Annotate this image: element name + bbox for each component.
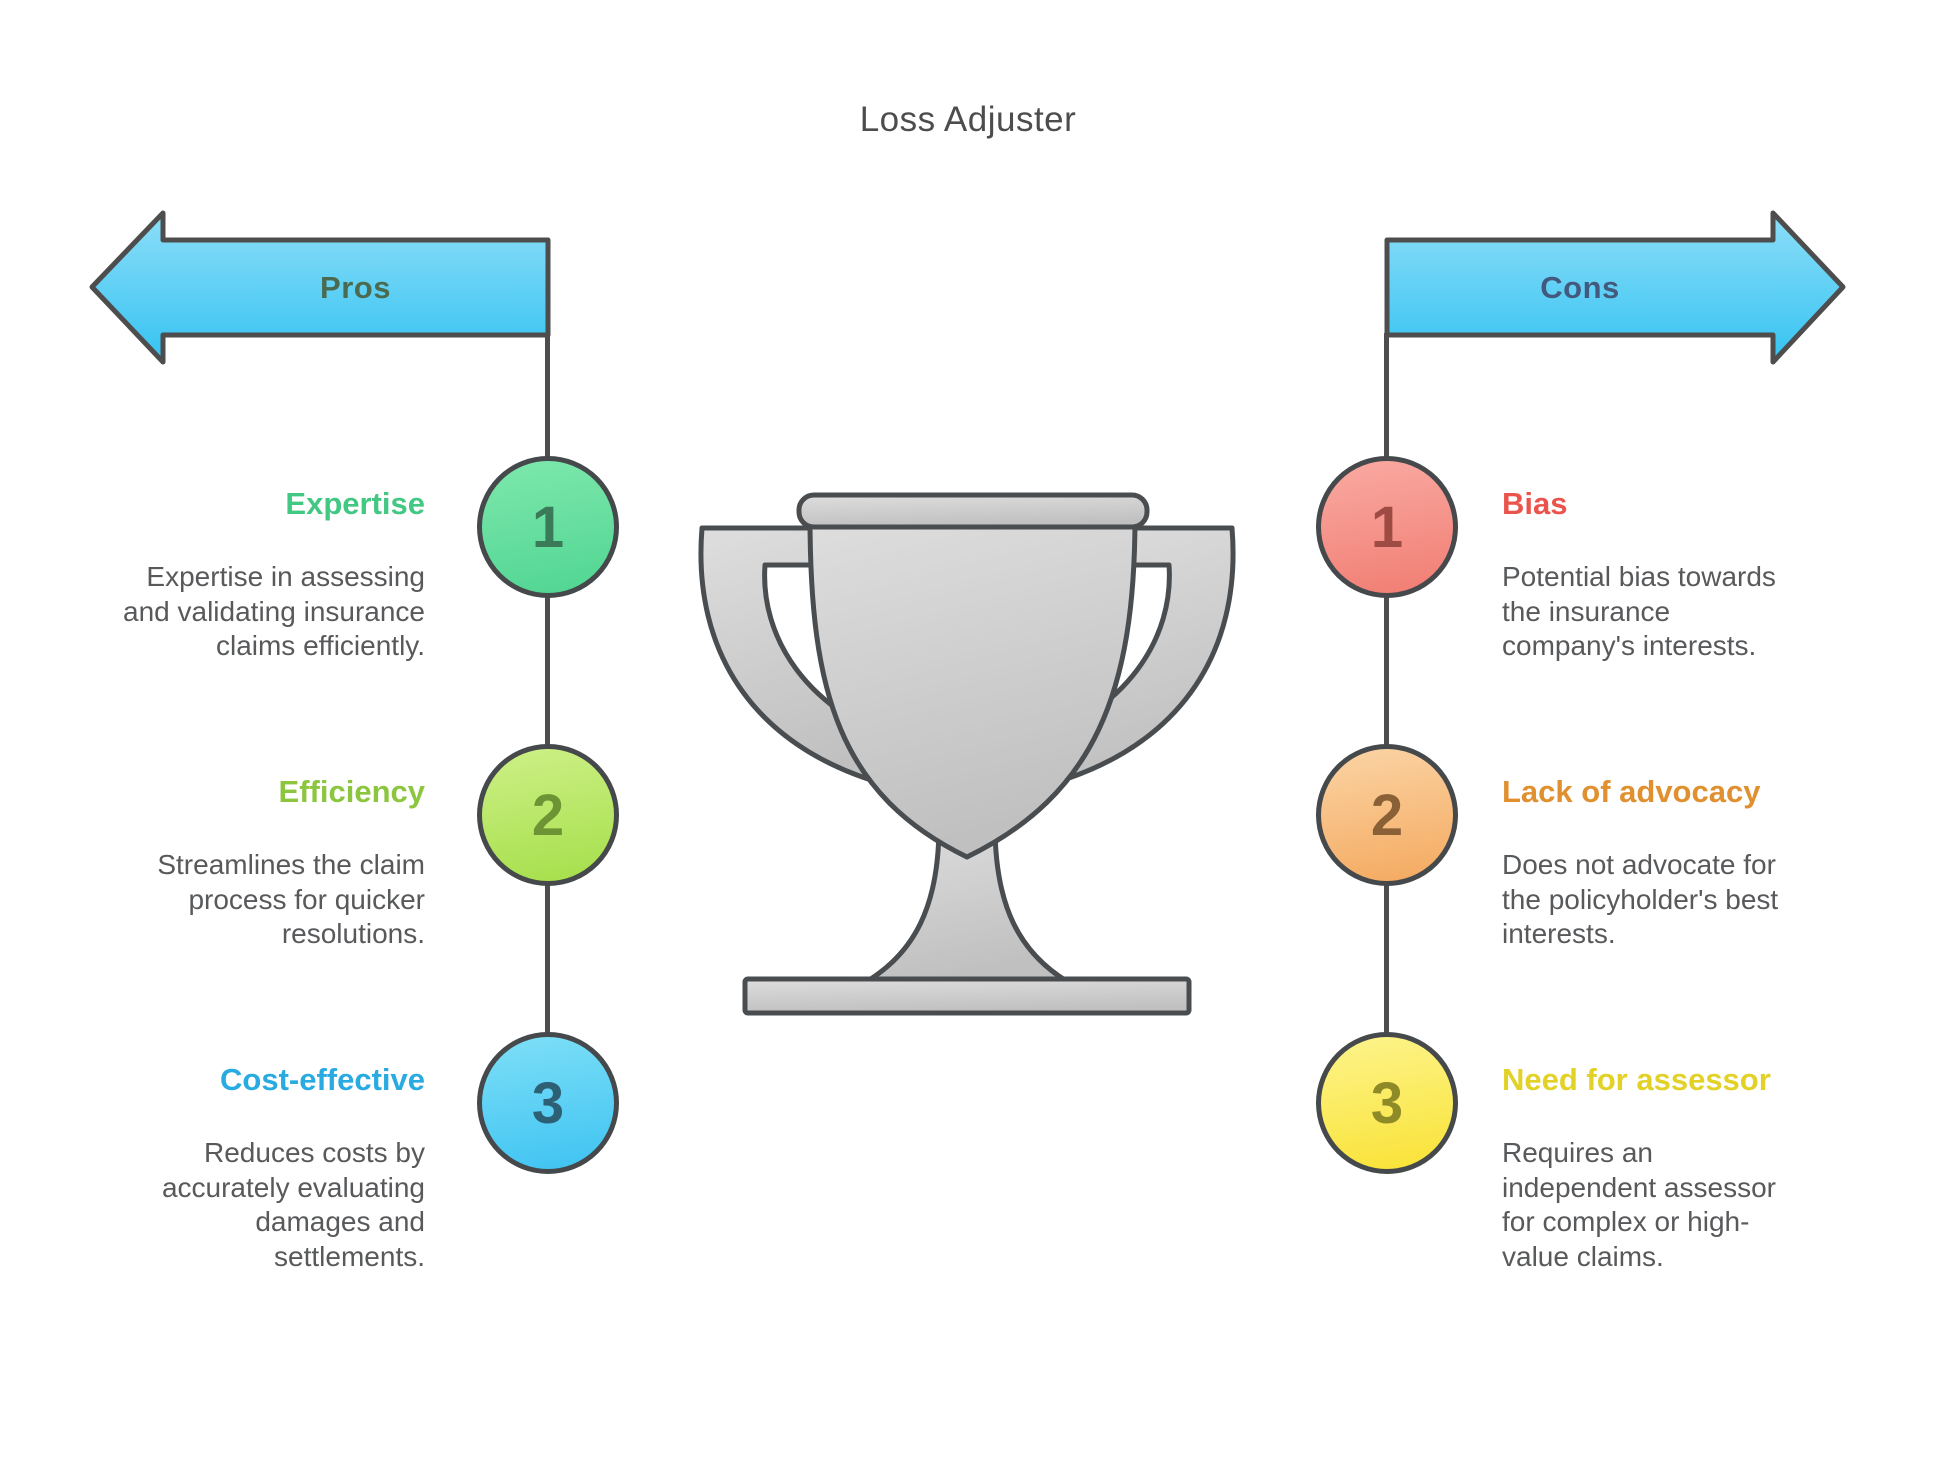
cons-item-2-number: 2 [1370, 782, 1404, 848]
cons-item-3-heading: Need for assessor [1502, 1062, 1771, 1097]
pros-item-1-badge: 1 [477, 456, 619, 598]
cons-item-1-description: Potential bias towards the insurance com… [1502, 561, 1776, 661]
pros-item-1-text: Expertise Expertise in assessing and val… [55, 486, 425, 664]
trophy-base [742, 976, 1192, 1016]
cons-item-3-text: Need for assessor Requires an independen… [1502, 1062, 1872, 1274]
pros-item-2-heading: Efficiency [278, 774, 425, 809]
pros-item-1-heading: Expertise [285, 486, 425, 521]
cons-item-3-badge: 3 [1316, 1032, 1458, 1174]
pros-item-1-description: Expertise in assessing and validating in… [123, 561, 425, 661]
cons-connector-line [1384, 333, 1389, 1035]
left-arrow-icon [89, 210, 551, 365]
pros-item-3-description: Reduces costs by accurately evaluating d… [161, 1137, 425, 1272]
cons-item-1-number: 1 [1370, 494, 1404, 560]
right-arrow-icon [1384, 210, 1846, 365]
pros-arrow: Pros [85, 205, 555, 370]
pros-item-2-description: Streamlines the claim process for quicke… [157, 849, 425, 949]
cons-item-3-number: 3 [1370, 1070, 1404, 1136]
pros-item-3-heading: Cost-effective [220, 1062, 425, 1097]
cons-item-2-text: Lack of advocacy Does not advocate for t… [1502, 774, 1872, 952]
cons-item-2-heading: Lack of advocacy [1502, 774, 1761, 809]
pros-item-3-badge: 3 [477, 1032, 619, 1174]
cons-item-2-badge: 2 [1316, 744, 1458, 886]
cons-item-1-badge: 1 [1316, 456, 1458, 598]
pros-item-3-text: Cost-effective Reduces costs by accurate… [55, 1062, 425, 1274]
cons-item-1-text: Bias Potential bias towards the insuranc… [1502, 486, 1872, 664]
pros-connector-line [545, 333, 550, 1035]
trophy-cup [807, 514, 1138, 860]
cons-item-3-description: Requires an independent assessor for com… [1502, 1137, 1776, 1272]
cons-arrow-label: Cons [1540, 269, 1620, 305]
page-title: Loss Adjuster [859, 100, 1077, 139]
cons-arrow: Cons [1382, 205, 1852, 370]
pros-item-2-number: 2 [531, 782, 565, 848]
pros-item-3-number: 3 [531, 1070, 565, 1136]
pros-item-2-badge: 2 [477, 744, 619, 886]
cons-item-1-heading: Bias [1502, 486, 1568, 521]
cons-item-2-description: Does not advocate for the policyholder's… [1502, 849, 1779, 949]
pros-arrow-label: Pros [320, 269, 391, 305]
trophy-rim [796, 492, 1150, 530]
pros-item-2-text: Efficiency Streamlines the claim process… [55, 774, 425, 952]
trophy-icon [698, 492, 1236, 1016]
pros-item-1-number: 1 [531, 494, 565, 560]
